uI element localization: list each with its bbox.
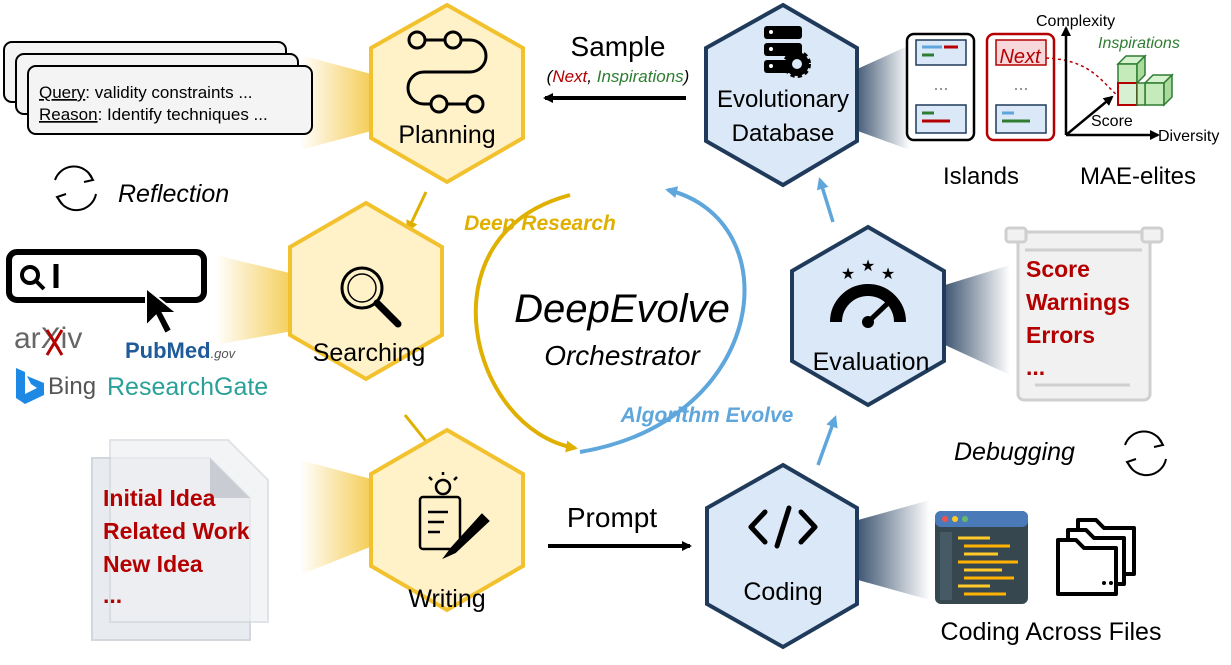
doc-item-1: Initial Idea <box>103 485 216 511</box>
searching-hexagon <box>288 200 444 382</box>
score-axis <box>1065 95 1114 136</box>
sample-detail: (Next, Inspirations) <box>547 67 690 86</box>
pubmed-gov: .gov <box>211 346 237 361</box>
svg-text:★: ★ <box>881 266 895 283</box>
cursor-icon <box>145 285 180 336</box>
document-icon <box>91 439 269 641</box>
island-next-label: Next <box>999 46 1042 68</box>
eval-item-4: ... <box>1026 354 1045 380</box>
map-elites-label: MAE-elites <box>1080 163 1196 190</box>
database-gear-icon <box>764 26 811 78</box>
center-subtitle: Orchestrator <box>544 340 701 371</box>
svg-text:★: ★ <box>861 258 875 275</box>
sample-label: Sample <box>571 31 666 62</box>
writing-icon <box>418 472 490 560</box>
eval-item-2: Warnings <box>1026 289 1130 315</box>
evaluation-to-database-arrow <box>816 177 835 223</box>
algorithm-evolve-label: Algorithm Evolve <box>620 404 794 427</box>
database-shade <box>855 45 910 150</box>
writing-hexagon <box>369 427 525 613</box>
inspirations-label: Inspirations <box>1098 35 1180 52</box>
bing-logo: Bing <box>48 373 96 400</box>
reason-value: : Identify techniques ... <box>98 105 268 124</box>
doc-item-2: Related Work <box>103 518 250 544</box>
arxiv-x-mark <box>45 329 64 356</box>
reflection-label: Reflection <box>118 180 229 208</box>
evaluation-label: Evaluation <box>813 348 930 376</box>
coding-shade <box>858 500 930 600</box>
coding-label: Coding <box>743 578 822 606</box>
sample-open: ( <box>547 67 555 86</box>
planning-hexagon <box>369 2 525 185</box>
deep-research-label: Deep Research <box>464 212 616 235</box>
query-key: Query <box>39 83 86 102</box>
planning-shade <box>300 55 375 150</box>
folders-icon <box>1056 518 1136 596</box>
doc-item-3: New Idea <box>103 551 203 577</box>
island-2-top <box>995 39 1047 66</box>
search-icon <box>20 264 59 291</box>
island-1-top <box>915 39 967 66</box>
gauge-stars-icon: ★ ★ ★ <box>830 258 906 328</box>
coding-hexagon <box>705 462 859 650</box>
islands-label: Islands <box>943 163 1019 190</box>
pubmed-text: PubMed <box>125 338 211 363</box>
arxiv-logo: arXiv <box>14 322 82 355</box>
doc-item-4: ... <box>103 582 122 608</box>
bing-icon <box>16 368 44 404</box>
code-brackets-icon <box>748 505 818 549</box>
complexity-label: Complexity <box>1036 13 1115 30</box>
planning-label: Planning <box>398 121 495 149</box>
coding-files-label: Coding Across Files <box>941 618 1162 646</box>
sample-close: ) <box>682 67 690 86</box>
report-icon <box>1004 226 1164 402</box>
database-hexagon <box>704 2 859 188</box>
sample-sep: , <box>587 67 596 86</box>
deep-research-arc <box>473 193 578 453</box>
center-title: DeepEvolve <box>514 287 730 331</box>
debugging-label: Debugging <box>954 438 1075 466</box>
writing-label: Writing <box>408 585 485 613</box>
database-label-1: Evolutionary <box>717 86 849 113</box>
query-line: Query: validity constraints ... <box>39 83 253 102</box>
workflow-icon <box>406 30 488 114</box>
searching-shade <box>215 255 298 345</box>
writing-shade <box>300 460 375 575</box>
elite-cubes <box>1116 54 1174 107</box>
coding-to-evaluation-arrow <box>816 415 838 466</box>
next-to-grid-link <box>1045 57 1119 97</box>
algorithm-evolve-arc <box>579 186 747 454</box>
query-card <box>27 65 313 135</box>
reflection-cycle-icon <box>54 165 97 212</box>
searching-label: Searching <box>313 339 426 367</box>
eval-item-1: Score <box>1026 256 1090 282</box>
eval-item-3: Errors <box>1026 322 1095 348</box>
debugging-cycle-icon <box>1124 430 1167 477</box>
database-label-2: Database <box>732 120 835 147</box>
reason-key: Reason <box>39 105 98 124</box>
code-editor-icon <box>935 511 1028 604</box>
sample-next: Next <box>552 67 588 86</box>
diversity-label: Diversity <box>1158 128 1219 145</box>
island-2-bottom <box>995 104 1047 134</box>
pubmed-logo: PubMed.gov <box>125 338 237 363</box>
svg-text:★: ★ <box>841 266 855 283</box>
sample-inspirations: Inspirations <box>597 67 684 86</box>
prompt-label: Prompt <box>567 502 657 533</box>
planning-to-searching-arrow <box>406 191 428 233</box>
reason-line: Reason: Identify techniques ... <box>39 105 268 124</box>
evaluation-shade <box>945 265 1010 375</box>
island-2-dots: ... <box>1013 74 1028 94</box>
score-label: Score <box>1091 113 1133 130</box>
researchgate-logo: ResearchGate <box>107 373 268 401</box>
island-1-bottom <box>915 104 967 134</box>
magnifier-icon <box>340 266 402 328</box>
island-1-dots: ... <box>933 74 948 94</box>
query-value: : validity constraints ... <box>85 83 252 102</box>
